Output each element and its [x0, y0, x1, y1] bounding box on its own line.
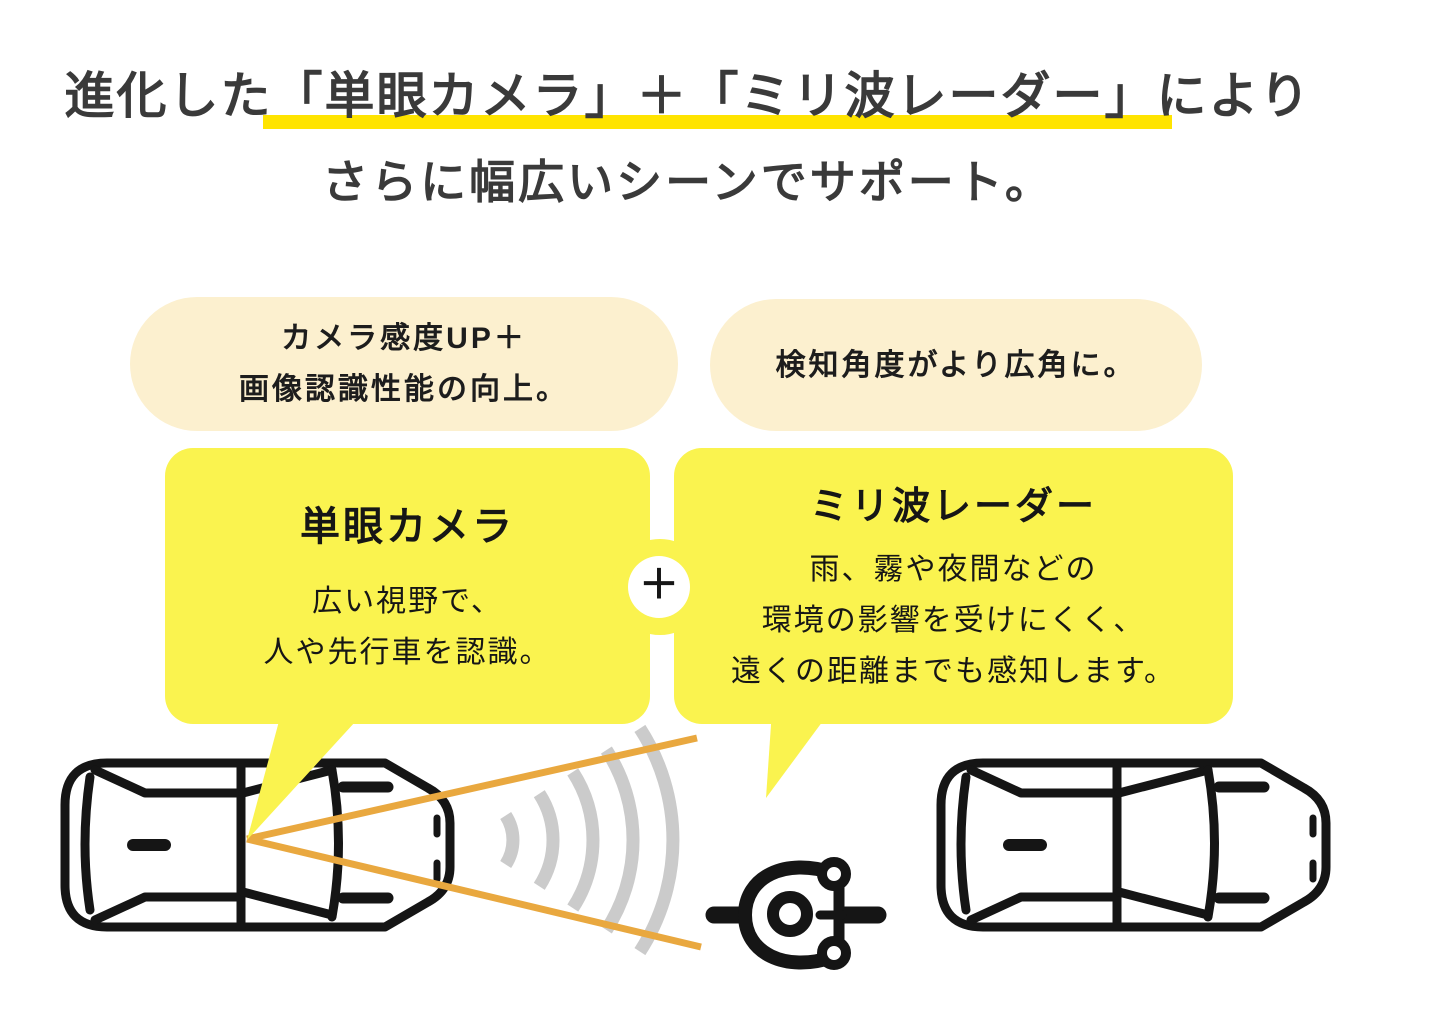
camera-benefit-line-2: 画像認識性能の向上。 [239, 373, 569, 406]
car-top-icon [936, 758, 1331, 932]
camera-bubble: 単眼カメラ 広い視野で、 人や先行車を認識。 [165, 448, 650, 724]
cyclist-top-icon [705, 857, 887, 970]
radar-bubble-line-2: 環境の影響を受けにくく、 [761, 604, 1146, 637]
camera-bubble-line-2: 人や先行車を認識。 [263, 636, 552, 669]
radar-benefit-pill: 検知角度がより広角に。 [710, 299, 1202, 431]
radar-benefit-line: 検知角度がより広角に。 [775, 348, 1137, 382]
camera-benefit-line-1: カメラ感度UP＋ [281, 322, 527, 355]
radar-bubble-line-3: 遠くの距離までも感知します。 [731, 655, 1176, 688]
radar-bubble: ミリ波レーダー 雨、霧や夜間などの 環境の影響を受けにくく、 遠くの距離までも感… [674, 448, 1233, 724]
heading-line-2: さらに幅広いシーンでサポート。 [322, 156, 1054, 208]
heading-line-1: 進化した「単眼カメラ」＋「ミリ波レーダー」により [64, 68, 1312, 124]
radar-bubble-line-1: 雨、霧や夜間などの [809, 553, 1098, 586]
camera-bubble-title: 単眼カメラ [300, 505, 515, 549]
heading-highlight-underline [263, 115, 1172, 129]
plus-icon: ＋ [639, 563, 679, 607]
car-top-icon [60, 758, 455, 932]
plus-badge: ＋ [628, 556, 690, 618]
radar-waves-icon [500, 724, 680, 956]
camera-bubble-line-1: 広い視野で、 [312, 585, 503, 618]
camera-benefit-pill: カメラ感度UP＋ 画像認識性能の向上。 [130, 297, 678, 431]
radar-bubble-title: ミリ波レーダー [809, 486, 1097, 528]
